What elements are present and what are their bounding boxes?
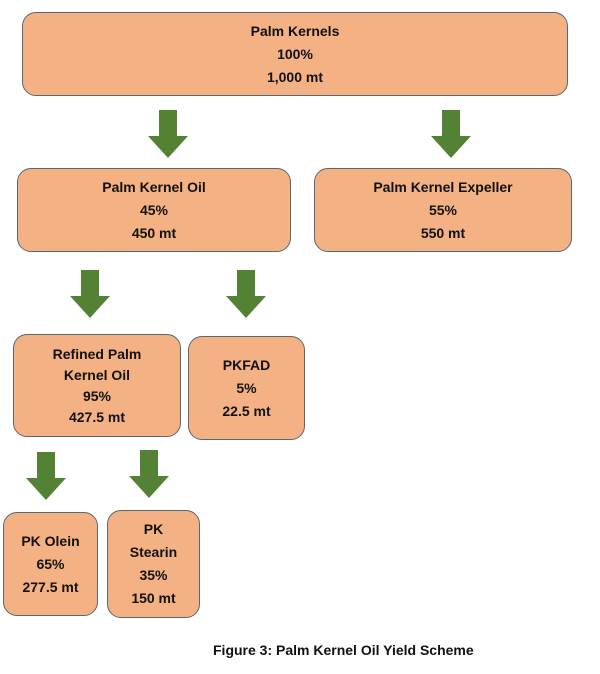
arrow-down-icon: [431, 110, 471, 158]
node-amount: 1,000 mt: [266, 68, 324, 85]
node-refined-palm-kernel-oil: Refined Palm Kernel Oil 95% 427.5 mt: [13, 334, 181, 437]
node-name-line2: Stearin: [129, 544, 178, 560]
node-amount: 450 mt: [131, 224, 177, 241]
node-percent: 5%: [236, 379, 257, 396]
arrow-down-icon: [226, 270, 266, 318]
node-palm-kernels: Palm Kernels 100% 1,000 mt: [22, 12, 568, 96]
node-name: Palm Kernels: [250, 22, 340, 39]
node-name: PKFAD: [222, 356, 271, 373]
node-pk-stearin: PK Stearin 35% 150 mt: [107, 510, 200, 618]
node-percent: 95%: [82, 387, 112, 404]
node-palm-kernel-expeller: Palm Kernel Expeller 55% 550 mt: [314, 168, 572, 252]
node-name: Palm Kernel Oil: [102, 178, 206, 195]
node-amount: 550 mt: [420, 224, 466, 241]
node-amount: 277.5 mt: [22, 578, 79, 595]
node-amount: 150 mt: [131, 590, 176, 606]
node-percent: 55%: [428, 201, 458, 218]
node-name: Palm Kernel Expeller: [373, 178, 513, 195]
arrow-down-icon: [70, 270, 110, 318]
arrow-down-icon: [148, 110, 188, 158]
node-name-line1: PK: [143, 521, 164, 537]
arrow-down-icon: [26, 452, 66, 500]
node-amount: 427.5 mt: [68, 408, 126, 425]
node-percent: 35%: [139, 567, 168, 583]
node-percent: 45%: [139, 201, 169, 218]
node-pk-olein: PK Olein 65% 277.5 mt: [3, 512, 98, 616]
node-amount: 22.5 mt: [222, 402, 271, 419]
node-percent: 100%: [277, 45, 313, 62]
figure-caption: Figure 3: Palm Kernel Oil Yield Scheme: [213, 642, 474, 658]
node-name: PK Olein: [21, 532, 80, 549]
node-name-line2: Kernel Oil: [63, 366, 131, 383]
node-name-line1: Refined Palm: [52, 345, 142, 362]
node-pkfad: PKFAD 5% 22.5 mt: [188, 336, 305, 440]
node-percent: 65%: [36, 555, 65, 572]
node-palm-kernel-oil: Palm Kernel Oil 45% 450 mt: [17, 168, 291, 252]
arrow-down-icon: [129, 450, 169, 498]
